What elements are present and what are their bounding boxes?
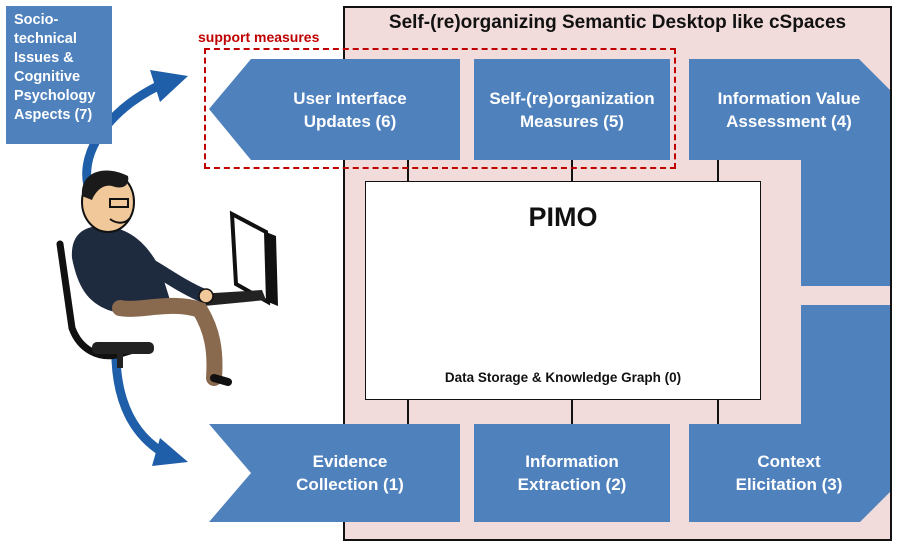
arrow-down-head: [152, 438, 188, 466]
label-line: Extraction (2): [517, 475, 627, 494]
arrow-down-curve: [111, 355, 167, 457]
arrow-up-head: [150, 70, 188, 102]
label-line: Assessment (4): [726, 111, 852, 131]
frame-title: Self-(re)organizing Semantic Desktop lik…: [388, 12, 847, 33]
socio-technical-box: Socio- technical Issues & Cognitive Psyc…: [6, 6, 112, 144]
self-organization-box: [474, 59, 670, 160]
label-line: Collection (1): [296, 475, 404, 494]
info-value-box: [689, 59, 890, 286]
label-line: Measures (5): [520, 111, 624, 131]
label-line: User Interface: [293, 88, 407, 108]
support-measures-label: support measures: [198, 29, 320, 45]
evidence-box: [209, 424, 460, 522]
sidebox-line: Socio-: [14, 12, 59, 28]
ui-updates-box: [209, 59, 460, 160]
pimo-box: [365, 181, 761, 400]
keyboard: [198, 290, 266, 306]
context-box: [689, 305, 890, 522]
support-measures-dashed-outline: [204, 48, 676, 169]
label-line: Information: [525, 452, 619, 471]
person-at-computer-illustration: [56, 170, 278, 386]
sidebox-line: technical: [14, 31, 77, 47]
sidebox-line: Cognitive: [14, 69, 81, 85]
label-line: Evidence: [312, 452, 388, 471]
extraction-box: [474, 424, 670, 522]
sidebox-line: Aspects (7): [14, 107, 93, 123]
label-line: Context: [757, 452, 821, 471]
label-line: Updates (6): [303, 111, 397, 131]
connector-lines: [407, 160, 719, 424]
label-line: Elicitation (3): [735, 475, 843, 494]
sidebox-line: Issues &: [14, 50, 74, 66]
sidebox-line: Psychology: [14, 88, 96, 104]
pimo-subtitle: Data Storage & Knowledge Graph (0): [444, 370, 682, 385]
pimo-title: PIMO: [528, 202, 598, 232]
monitor: [229, 210, 271, 306]
label-line: Self-(re)organization: [489, 88, 655, 108]
label-line: Information Value: [717, 88, 861, 108]
